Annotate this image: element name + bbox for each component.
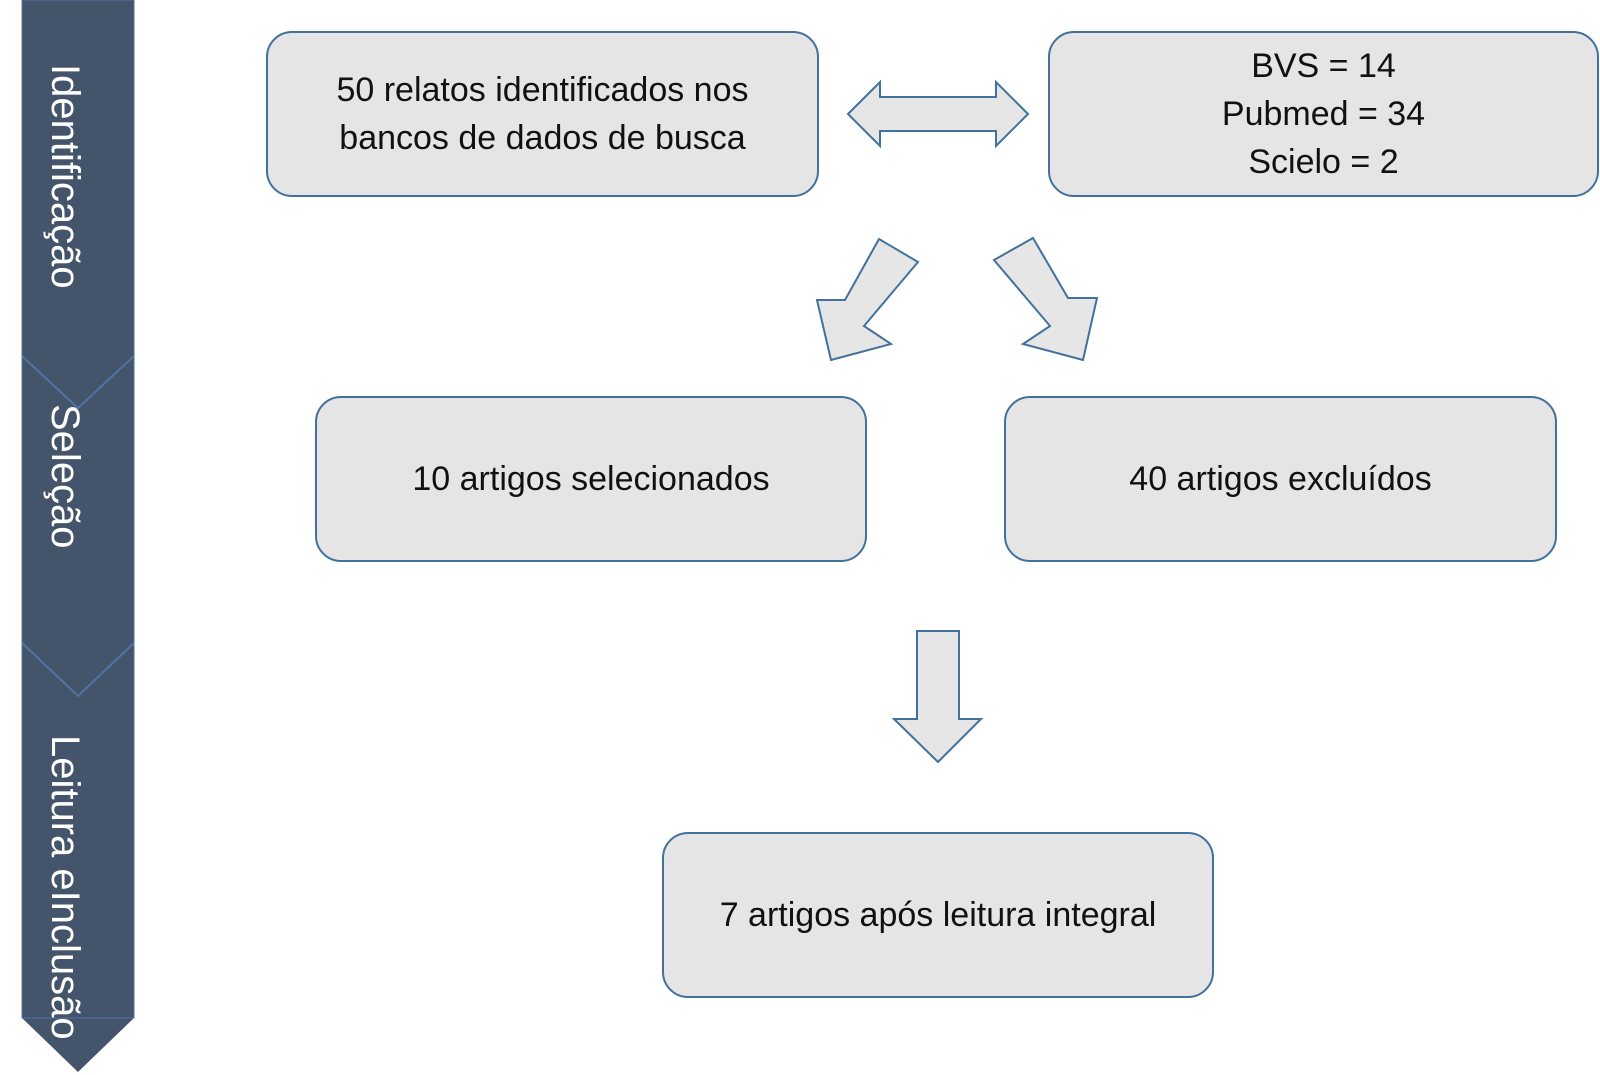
stage-sidebar-outline — [21, 0, 135, 1019]
stage-label-identification: Identificação — [43, 64, 87, 289]
identified-records-line1: 50 relatos identificados nos — [336, 71, 749, 109]
stage-label-selection: Seleção — [43, 404, 87, 549]
stage-label-reading: Leitura eInclusão — [36, 735, 94, 1040]
selected-articles-label: 10 artigos selecionados — [412, 460, 770, 498]
stage-divider-2 — [21, 642, 135, 698]
arrow-down-icon — [891, 630, 984, 764]
arrow-down-right-icon — [992, 236, 1099, 362]
final-articles-label: 7 artigos após leitura integral — [719, 896, 1157, 934]
stage-label-reading-line1: Leitura e — [43, 735, 87, 891]
excluded-articles-label: 40 artigos excluídos — [1129, 460, 1432, 498]
identified-records-line2: bancos de dados de busca — [339, 119, 746, 157]
excluded-articles-box: 40 artigos excluídos — [1004, 396, 1557, 562]
database-scielo: Scielo = 2 — [1248, 143, 1399, 181]
stage-label-reading-line2: Inclusão — [43, 890, 87, 1040]
database-pubmed: Pubmed = 34 — [1221, 95, 1426, 133]
identified-records-box: 50 relatos identificados nos bancos de d… — [266, 31, 819, 197]
stage-divider-1 — [21, 355, 135, 410]
selected-articles-box: 10 artigos selecionados — [315, 396, 867, 562]
arrow-down-left-icon — [815, 237, 920, 362]
databases-box: BVS = 14 Pubmed = 34 Scielo = 2 — [1048, 31, 1599, 197]
stage-chevron-identification — [22, 0, 134, 408]
stage-chevron-reading — [22, 643, 134, 1072]
database-bvs: BVS = 14 — [1251, 47, 1396, 85]
double-arrow-icon — [846, 79, 1030, 149]
final-articles-box: 7 artigos após leitura integral — [662, 832, 1214, 998]
stage-chevron-selection — [22, 356, 134, 696]
